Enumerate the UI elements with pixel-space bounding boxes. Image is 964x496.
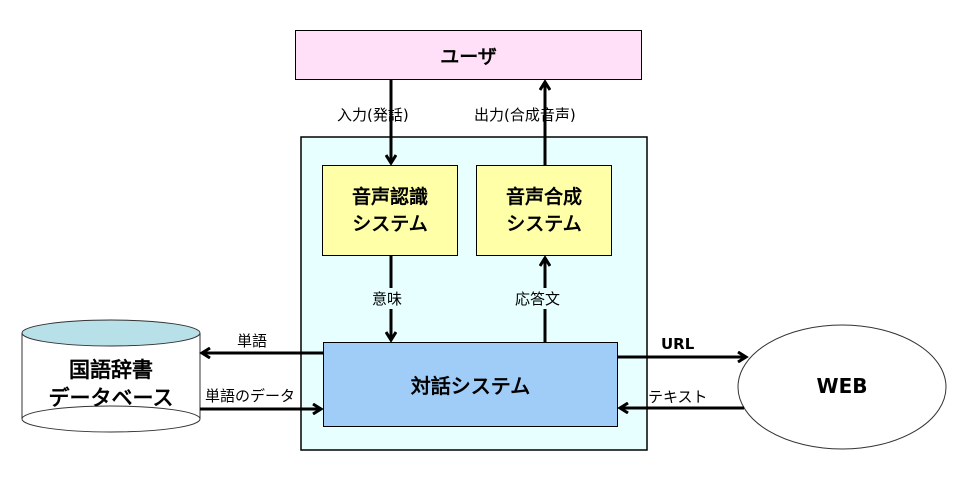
database-cylinder bbox=[21, 319, 201, 433]
edge-output-label: 出力(合成音声) bbox=[474, 106, 576, 124]
edge-input-label: 入力(発話) bbox=[337, 106, 409, 124]
speech-synthesis-node: 音声合成 システム bbox=[476, 165, 612, 256]
edge-meaning-label: 意味 bbox=[372, 288, 403, 309]
speech-recognition-label-line2: システム bbox=[352, 212, 428, 235]
speech-recognition-label-line1: 音声認識 bbox=[351, 185, 428, 208]
speech-synthesis-label-line1: 音声合成 bbox=[505, 185, 582, 208]
dialogue-system-node: 対話システム bbox=[323, 342, 618, 427]
edge-word-data-label: 単語のデータ bbox=[205, 387, 296, 405]
dictionary-db-label-line2: データベース bbox=[48, 386, 174, 411]
dictionary-db-label: 国語辞書 データベース bbox=[22, 356, 200, 413]
web-label: WEB bbox=[816, 374, 868, 398]
edge-text-label: テキスト bbox=[648, 388, 708, 406]
user-label: ユーザ bbox=[440, 45, 497, 68]
dictionary-db-label-line1: 国語辞書 bbox=[69, 358, 153, 382]
web-node-shape bbox=[737, 324, 947, 450]
dialogue-system-label: 対話システム bbox=[410, 374, 531, 398]
speech-recognition-node: 音声認識 システム bbox=[322, 165, 458, 256]
edge-url-label: URL bbox=[661, 335, 695, 353]
database-top bbox=[21, 319, 201, 347]
edge-response-label: 応答文 bbox=[515, 288, 561, 309]
user-node: ユーザ bbox=[295, 30, 642, 80]
edge-word-label: 単語 bbox=[237, 332, 268, 350]
speech-synthesis-label-line2: システム bbox=[506, 212, 582, 235]
